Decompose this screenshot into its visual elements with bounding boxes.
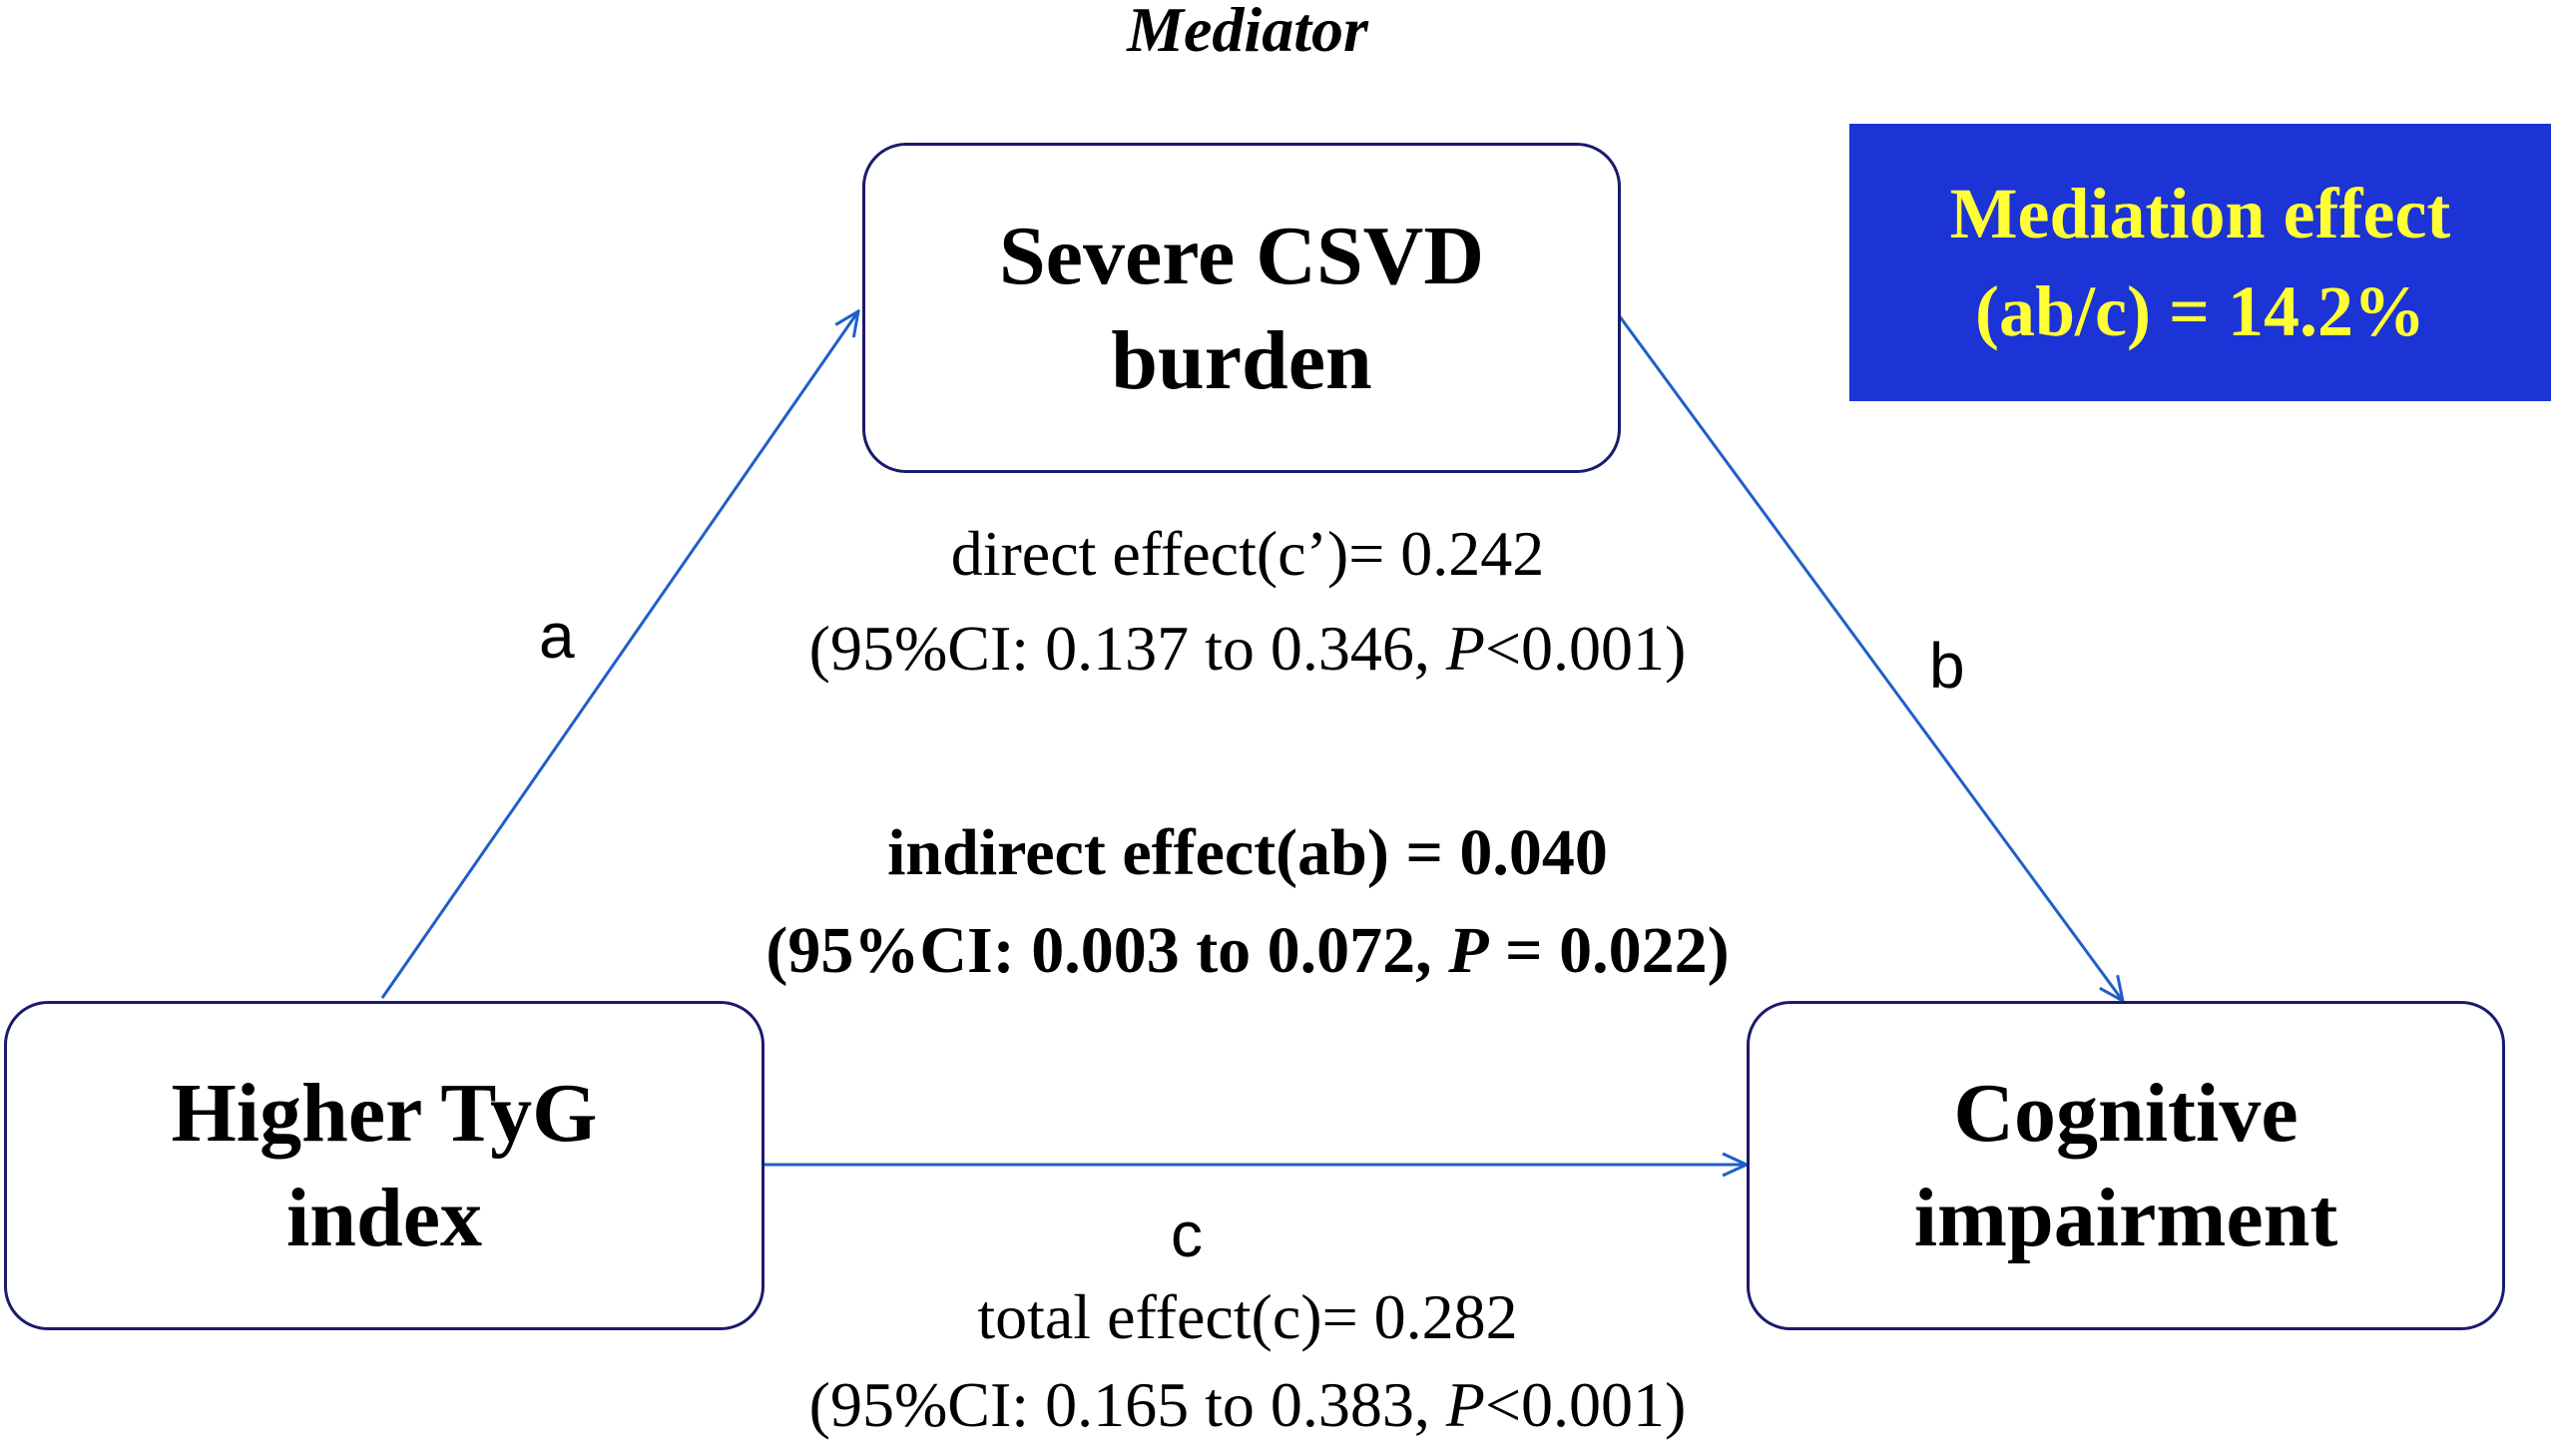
mediation-effect-line2: (ab/c) = 14.2% bbox=[1975, 271, 2425, 351]
direct-effect-p-symbol: P bbox=[1445, 613, 1485, 684]
outcome-node: Cognitive impairment bbox=[1747, 1001, 2505, 1330]
indirect-effect-ci: (95%CI: 0.003 to 0.072, P = 0.022) bbox=[499, 901, 1996, 1001]
outcome-node-line2: impairment bbox=[1913, 1172, 2338, 1264]
total-effect-ci: (95%CI: 0.165 to 0.383, P<0.001) bbox=[499, 1355, 1996, 1455]
direct-effect-ci-suffix: <0.001) bbox=[1484, 613, 1687, 684]
direct-effect-ci: (95%CI: 0.137 to 0.346, P<0.001) bbox=[499, 599, 1996, 699]
path-label-a: a bbox=[539, 600, 575, 672]
total-effect-label: total effect(c)= 0.282 bbox=[977, 1281, 1518, 1352]
exposure-node: Higher TyG index bbox=[4, 1001, 765, 1330]
indirect-effect-label: indirect effect(ab) = 0.040 bbox=[887, 816, 1608, 889]
indirect-effect-ci-suffix: = 0.022) bbox=[1488, 914, 1730, 987]
total-effect-ci-suffix: <0.001) bbox=[1484, 1369, 1687, 1440]
arrow-b bbox=[1617, 314, 2123, 1001]
mediator-node: Severe CSVD burden bbox=[862, 143, 1621, 473]
mediation-effect-line1: Mediation effect bbox=[1949, 174, 2451, 253]
exposure-node-line2: index bbox=[285, 1172, 483, 1264]
path-label-b: b bbox=[1929, 630, 1965, 702]
mediation-effect-box: Mediation effect (ab/c) = 14.2% bbox=[1849, 124, 2551, 401]
direct-effect-label: direct effect(c’)= 0.242 bbox=[950, 518, 1545, 589]
indirect-effect-ci-prefix: (95%CI: 0.003 to 0.072, bbox=[766, 914, 1449, 987]
arrow-a bbox=[380, 311, 858, 999]
total-effect-p-symbol: P bbox=[1445, 1369, 1485, 1440]
mediator-node-line2: burden bbox=[1111, 313, 1372, 407]
direct-effect-ci-prefix: (95%CI: 0.137 to 0.346, bbox=[808, 613, 1446, 684]
outcome-node-line1: Cognitive bbox=[1953, 1067, 2299, 1160]
path-label-c: c bbox=[1171, 1199, 1203, 1270]
mediator-node-line1: Severe CSVD bbox=[998, 209, 1485, 302]
exposure-node-line1: Higher TyG bbox=[171, 1067, 598, 1160]
mediator-heading: Mediator bbox=[1127, 0, 1368, 65]
total-effect-ci-prefix: (95%CI: 0.165 to 0.383, bbox=[808, 1369, 1446, 1440]
indirect-effect-p-symbol: P bbox=[1448, 914, 1489, 987]
